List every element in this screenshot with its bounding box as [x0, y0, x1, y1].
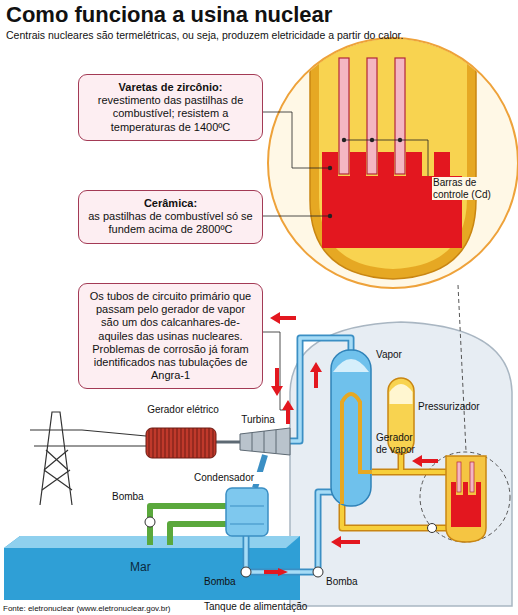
leader-dot [342, 138, 402, 142]
turbine-blades [252, 430, 276, 453]
callout-text: Os tubos de circuito primário que passam… [87, 290, 254, 382]
part-label: Pressurizador [418, 401, 496, 413]
part-label: Turbina [234, 414, 282, 426]
pump-symbol [241, 567, 251, 577]
subtitle: Centrais nucleares são termelétricas, ou… [6, 29, 514, 41]
steam-generator [331, 350, 371, 506]
zoom-link [458, 285, 466, 451]
pressurizer-steam [390, 384, 413, 404]
part-label: Gerador de vapor [376, 432, 418, 455]
condenser-tubes [230, 506, 264, 524]
region-label: Mar [130, 561, 170, 575]
pump-symbol [145, 517, 155, 527]
leader-line [344, 140, 428, 176]
callout-box: Varetas de zircônio:revestimento das pas… [78, 74, 263, 141]
part-label: Bomba [112, 491, 148, 503]
part-label: Vapor [376, 349, 416, 361]
flow-arrow [264, 312, 438, 576]
callout-heading: Varetas de zircônio: [87, 81, 254, 94]
steam-dome [333, 359, 369, 372]
condenser [226, 488, 268, 536]
callout-text: revestimento das pastilhas de combustíve… [87, 94, 254, 134]
pump-symbol [313, 567, 323, 577]
reactor-fuel [451, 482, 481, 527]
reactor-vessel [310, 20, 476, 279]
zoom-marker [420, 452, 510, 542]
part-label: Barras de controle (Cd) [432, 177, 508, 200]
u-tube [342, 394, 372, 504]
callout-box: Os tubos de circuito primário que passam… [78, 283, 263, 389]
part-label: Gerador elétrico [140, 404, 226, 416]
pump-symbol [428, 524, 437, 533]
shaft [216, 441, 240, 444]
cooling-pipe [150, 506, 226, 545]
callout-heading: Cerâmica: [87, 197, 254, 210]
part-label: Tanque de alimentação [204, 601, 324, 613]
part-label: Condensador [193, 472, 265, 484]
electric-generator [146, 428, 216, 458]
part-label: Bomba [325, 576, 365, 588]
part-label: Bomba [204, 576, 242, 588]
callout-box: Cerâmica:as pastilhas de combustível só … [78, 190, 263, 244]
turbine [240, 428, 290, 455]
control-rods [339, 58, 405, 174]
containment-building [290, 322, 512, 606]
title: Como funciona a usina nuclear [6, 2, 332, 27]
reactor [446, 456, 486, 542]
callout-text: as pastilhas de combustível só se fundem… [87, 210, 254, 236]
vessel-inner [319, 20, 467, 269]
source-note: Fonte: eletronuclear (www.eletronuclear.… [3, 604, 203, 613]
reactor-control-rods [457, 462, 474, 492]
sea [4, 536, 300, 600]
